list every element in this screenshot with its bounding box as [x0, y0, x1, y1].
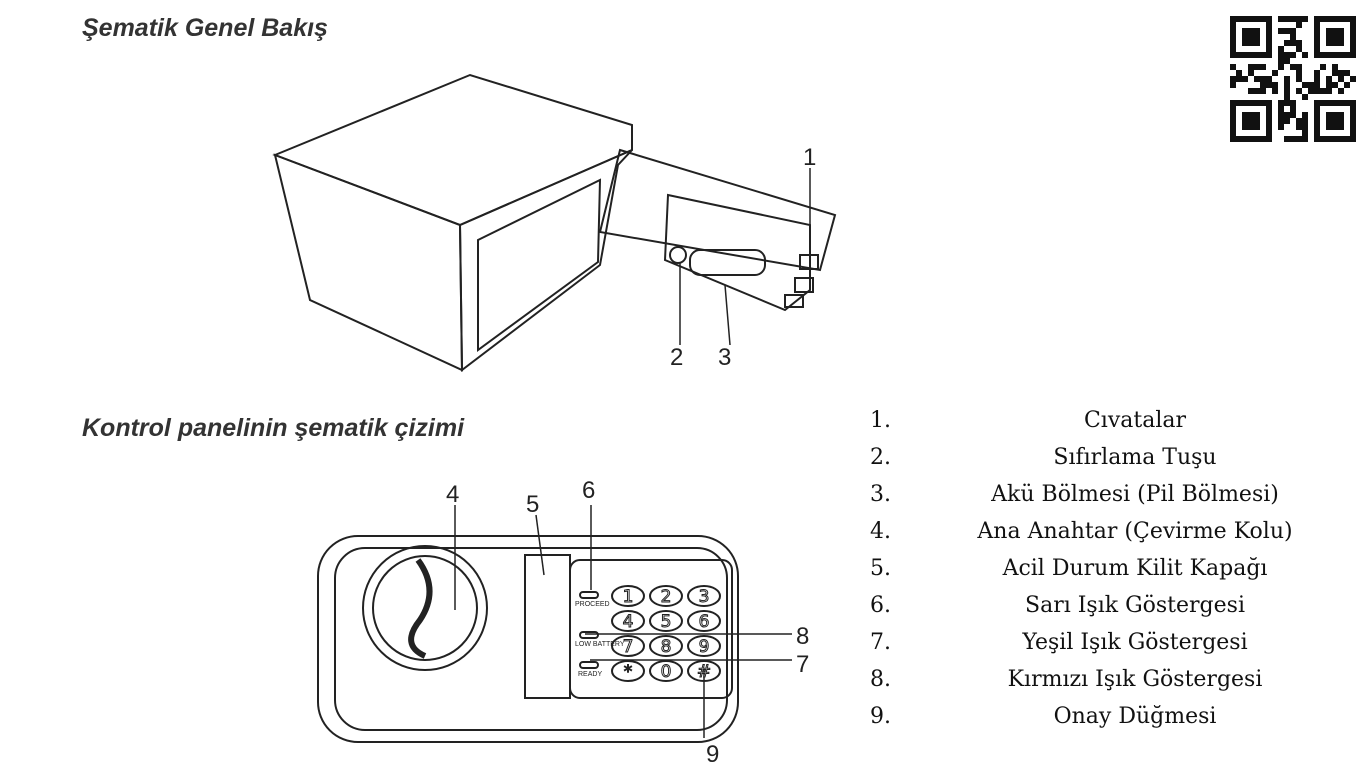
control-panel-heading: Kontrol panelinin şematik çizimi	[82, 414, 465, 442]
key-label: 5	[661, 612, 672, 632]
legend-item: 8. Kırmızı Işık Göstergesi	[870, 661, 1340, 698]
legend-label: Akü Bölmesi (Pil Bölmesi)	[991, 482, 1279, 507]
legend-number: 4.	[870, 519, 891, 544]
ready-indicator-label: READY	[578, 671, 602, 678]
legend-item: 4. Ana Anahtar (Çevirme Kolu)	[870, 513, 1340, 550]
control-panel-drawing	[317, 505, 792, 743]
callout-9: 9	[706, 741, 719, 768]
callout-6: 6	[582, 477, 595, 504]
key-label: 2	[661, 587, 672, 607]
legend-number: 2.	[870, 445, 891, 470]
key-label: 7	[623, 637, 634, 657]
key-label: #	[697, 662, 711, 682]
legend-item: 7. Yeşil Işık Göstergesi	[870, 624, 1340, 661]
legend-number: 9.	[870, 704, 891, 729]
legend-item: 2. Sıfırlama Tuşu	[870, 439, 1340, 476]
callout-1: 1	[803, 144, 816, 171]
legend-number: 8.	[870, 667, 891, 692]
key-button	[611, 635, 645, 657]
key-button	[649, 610, 683, 632]
key-button	[649, 585, 683, 607]
callout-8: 8	[796, 623, 809, 650]
key-button	[649, 660, 683, 682]
safe-drawing	[272, 73, 837, 372]
legend-label: Cıvatalar	[1083, 408, 1187, 433]
legend-number: 7.	[870, 630, 891, 655]
qr-code	[1230, 16, 1356, 142]
legend-label: Onay Düğmesi	[1053, 704, 1217, 729]
key-button	[611, 610, 645, 632]
key-label: 0	[661, 662, 672, 682]
proceed-indicator-label: PROCEED	[575, 601, 610, 608]
legend-item: 6. Sarı Işık Göstergesi	[870, 587, 1340, 624]
legend-item: 5. Acil Durum Kilit Kapağı	[870, 550, 1340, 587]
key-button	[687, 660, 721, 682]
legend-number: 3.	[870, 482, 891, 507]
low-battery-indicator-label: LOW BATTERY	[575, 641, 625, 648]
callout-3: 3	[718, 344, 731, 371]
legend-list: 1. Cıvatalar 2. Sıfırlama Tuşu 3. Akü Bölmesi…	[870, 402, 1340, 735]
legend-label: Sarı Işık Göstergesi	[1025, 593, 1245, 618]
keypad: 1 2 3 4 5 6 7 8 9 * 0 #	[611, 585, 721, 683]
legend-label: Yeşil Işık Göstergesi	[1022, 630, 1248, 655]
key-label: 1	[623, 587, 634, 607]
key-button	[611, 660, 645, 682]
callout-7: 7	[796, 651, 809, 678]
key-button	[649, 635, 683, 657]
key-label: 3	[699, 587, 710, 607]
key-label: *	[624, 662, 633, 682]
legend-label: Kırmızı Işık Göstergesi	[1007, 667, 1263, 692]
legend-number: 1.	[870, 408, 891, 433]
key-button	[687, 585, 721, 607]
key-button	[687, 635, 721, 657]
key-label: 6	[699, 612, 710, 632]
legend-number: 6.	[870, 593, 891, 618]
overview-heading: Şematik Genel Bakış	[82, 14, 328, 42]
legend-number: 5.	[870, 556, 891, 581]
legend-item: 9. Onay Düğmesi	[870, 698, 1340, 735]
callout-5: 5	[526, 491, 539, 518]
key-label: 4	[623, 612, 634, 632]
key-button	[611, 585, 645, 607]
legend-item: 3. Akü Bölmesi (Pil Bölmesi)	[870, 476, 1340, 513]
legend-label: Sıfırlama Tuşu	[1053, 445, 1217, 470]
key-label: 9	[699, 637, 710, 657]
legend-item: 1. Cıvatalar	[870, 402, 1340, 439]
key-button	[687, 610, 721, 632]
key-label: 8	[661, 637, 672, 657]
callout-4: 4	[446, 481, 459, 508]
legend-label: Acil Durum Kilit Kapağı	[1002, 556, 1268, 581]
callout-2: 2	[670, 344, 683, 371]
legend-label: Ana Anahtar (Çevirme Kolu)	[977, 519, 1293, 544]
